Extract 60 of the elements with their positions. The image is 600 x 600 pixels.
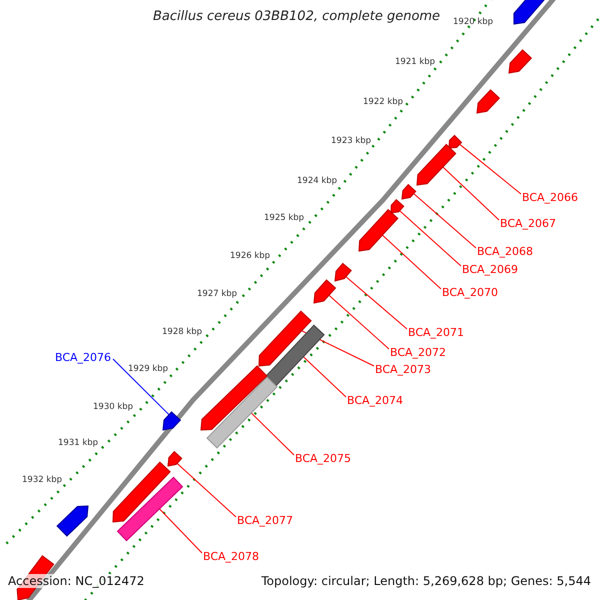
scale-label: 1928 kbp [162,327,202,337]
gene-label: BCA_2075 [295,452,352,465]
leader-line [328,294,390,350]
gene-label: BCA_2077 [237,514,294,527]
leader-line [302,356,346,398]
gene-feature [167,450,182,467]
gene-feature [448,134,462,149]
leader-line [442,166,500,220]
gene-label: BCA_2066 [522,191,578,204]
scale-label: 1922 kbp [363,97,404,107]
gene-label: BCA_2068 [477,245,534,258]
gene-block [206,376,278,448]
gene-block [117,476,184,542]
gene-label: BCA_2076 [55,351,112,364]
scale-label: 1926 kbp [230,251,270,261]
scale-label: 1921 kbp [395,57,436,67]
gene-feature [358,208,398,252]
gene-feature [258,310,312,367]
leader-line [176,462,236,518]
scale-label: 1923 kbp [331,136,372,146]
leader-line [413,193,476,248]
gene-label: BCA_2070 [442,286,498,299]
leader-line [159,508,202,554]
scale-label: 1927 kbp [197,289,238,299]
gene-label: BCA_2071 [408,326,464,339]
leader-line [399,210,462,266]
scale-label: 1932 kbp [22,475,62,485]
scale-label: 1925 kbp [264,213,304,223]
leader-line [250,412,294,456]
scale-label: 1929 kbp [128,364,168,374]
gene-label: BCA_2072 [390,346,446,359]
leader-line [112,358,170,416]
leader-line [346,276,408,330]
genome-stats-text: Topology: circular; Length: 5,269,628 bp; Genes: 5,544 [261,574,591,588]
scale-label: 1931 kbp [58,438,98,448]
scale-label: 1920 kbp [453,17,494,27]
gene-feature [112,462,171,523]
leader-line [382,234,442,290]
gene-label: BCA_2078 [203,550,260,563]
gene-feature [56,505,89,537]
gene-feature [200,365,268,431]
gene-feature [508,49,532,74]
gene-feature [313,279,336,304]
gene-label: BCA_2074 [347,394,404,407]
gene-block [264,324,325,388]
gene-label: BCA_2069 [462,263,518,276]
scale-label: 1924 kbp [297,176,338,186]
genome-title: Bacillus cereus 03BB102, complete genome [153,9,440,24]
gene-feature [513,0,546,25]
gene-feature [334,262,352,282]
gene-label: BCA_2067 [500,217,556,230]
gene-feature [162,411,182,431]
gene-feature [390,199,404,214]
gene-feature [416,144,456,186]
leader-line [459,144,522,194]
scale-label: 1930 kbp [93,402,134,412]
gene-feature [476,89,500,114]
gene-feature [401,184,416,200]
gene-label: BCA_2073 [375,363,432,376]
accession-text: Accession: NC_012472 [8,574,144,588]
